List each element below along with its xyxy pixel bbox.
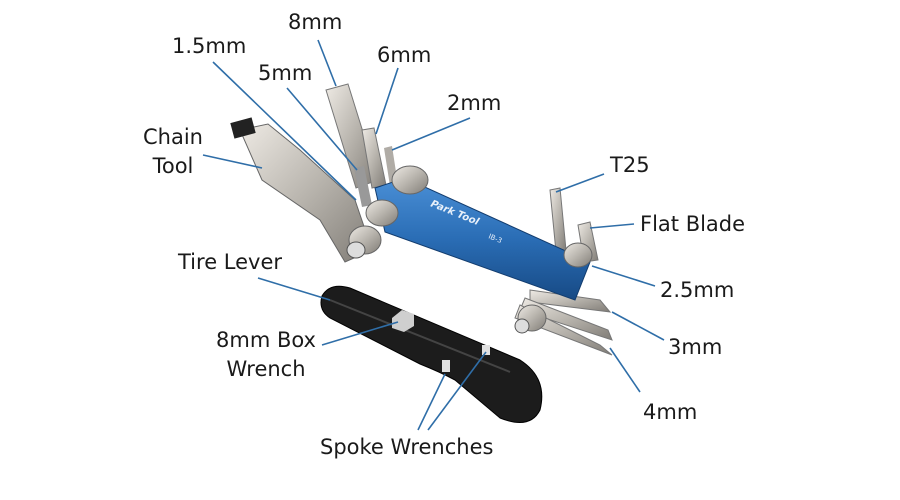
label-chain-tool-line1: Chain	[143, 125, 203, 149]
label-3mm: 3mm	[668, 335, 723, 359]
label-2mm: 2mm	[447, 91, 502, 115]
tool-body: Park Tool IB-3	[374, 177, 591, 301]
pivot-bolts	[346, 165, 593, 334]
hex-key-5mm	[354, 166, 372, 207]
label-box-wrench: 8mm Box Wrench	[208, 326, 324, 384]
leader-lines	[202, 39, 665, 431]
label-5mm: 5mm	[258, 61, 313, 85]
label-chain-tool-line2: Tool	[152, 154, 194, 178]
hex-key-t25	[549, 187, 567, 253]
chain-tool	[230, 117, 373, 263]
label-box-wrench-line2: Wrench	[226, 357, 306, 381]
label-t25: T25	[610, 153, 650, 177]
label-box-wrench-line1: 8mm Box	[216, 328, 316, 352]
tire-lever	[320, 285, 543, 423]
label-flat-blade: Flat Blade	[640, 212, 746, 236]
label-8mm: 8mm	[288, 10, 343, 34]
label-1-5mm: 1.5mm	[172, 34, 247, 58]
label-4mm: 4mm	[643, 400, 698, 424]
box-wrench-hole	[392, 310, 414, 332]
label-6mm: 6mm	[377, 43, 432, 67]
label-spoke-wrenches: Spoke Wrenches	[320, 435, 494, 459]
label-2-5mm: 2.5mm	[660, 278, 735, 302]
label-tire-lever: Tire Lever	[178, 250, 283, 274]
label-chain-tool: Chain Tool	[140, 123, 206, 181]
